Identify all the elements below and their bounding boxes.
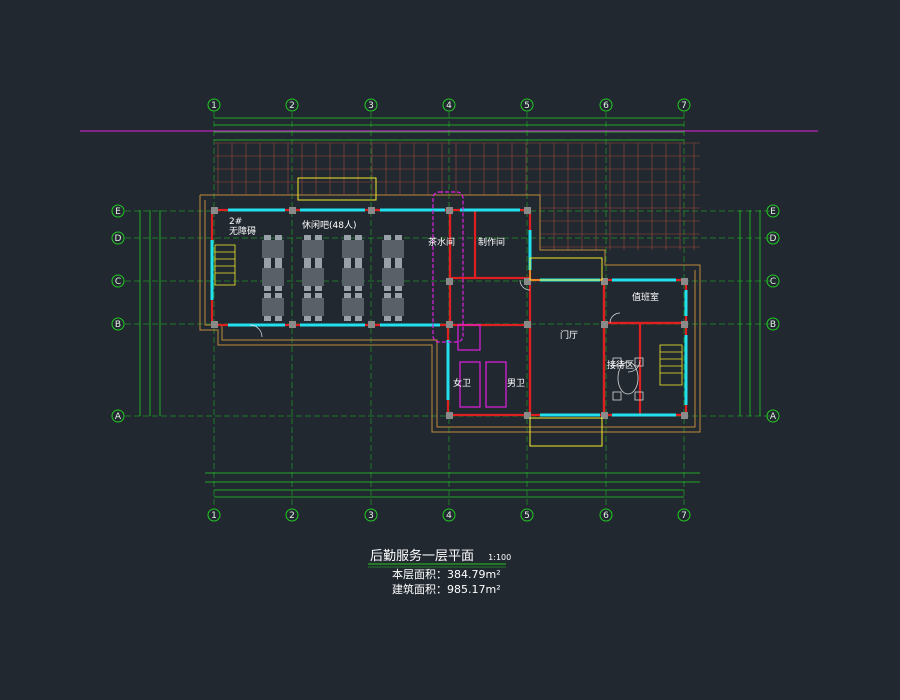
building-area-value: 985.17m²: [447, 583, 501, 596]
building-area-label: 建筑面积：: [392, 583, 447, 596]
stair-right: [659, 344, 683, 386]
plan-title-text: 后勤服务一层平面: [370, 549, 475, 564]
building-area-line: 建筑面积：985.17m²: [392, 581, 501, 597]
axis-bubble-col-3-top: 3: [364, 98, 378, 112]
axis-bubble-col-7-top: 7: [677, 98, 691, 112]
svg-text:2: 2: [289, 101, 295, 111]
room-label-tea: 茶水间: [428, 236, 455, 248]
svg-text:3: 3: [368, 511, 374, 521]
axis-bubble-col-1-top: 1: [207, 98, 221, 112]
svg-text:5: 5: [524, 101, 530, 111]
room-label-female-toilet: 女卫: [453, 377, 471, 389]
entrance-canopies: [297, 177, 603, 447]
axis-bubble-row-C-right: C: [766, 274, 780, 288]
svg-text:6: 6: [603, 511, 609, 521]
axis-bubble-col-6-top: 6: [599, 98, 613, 112]
outdoor-paving: [214, 142, 700, 250]
svg-text:E: E: [770, 207, 776, 217]
floor-area-line: 本层面积：384.79m²: [392, 566, 501, 582]
svg-text:A: A: [770, 412, 777, 422]
axis-bubble-row-E-left: E: [111, 204, 125, 218]
axis-bubble-row-A-right: A: [766, 409, 780, 423]
plan-title: 后勤服务一层平面 1:100: [370, 545, 511, 564]
axis-bubble-row-E-right: E: [766, 204, 780, 218]
axis-bubble-row-A-left: A: [111, 409, 125, 423]
svg-text:5: 5: [524, 511, 530, 521]
plan-scale: 1:100: [488, 553, 512, 562]
axis-bubble-row-B-left: B: [111, 317, 125, 331]
floor-area-label: 本层面积：: [392, 568, 447, 581]
room-label-male-toilet: 男卫: [507, 378, 525, 389]
svg-text:C: C: [115, 277, 121, 287]
axis-bubble-row-D-left: D: [111, 231, 125, 245]
svg-text:1: 1: [211, 101, 217, 111]
room-label-lounge: 休闲吧(48人): [302, 219, 356, 231]
room-label-reception: 接待区: [607, 359, 634, 371]
axis-bubble-col-4-bottom: 4: [442, 508, 456, 522]
axis-bubble-col-7-bottom: 7: [677, 508, 691, 522]
svg-text:6: 6: [603, 101, 609, 111]
building-outline: [199, 194, 701, 433]
axis-bubble-row-B-right: B: [766, 317, 780, 331]
svg-text:2: 2: [289, 511, 295, 521]
svg-text:E: E: [115, 207, 121, 217]
floor-area-value: 384.79m²: [447, 568, 501, 581]
room-label-stair: 2#无障碍: [229, 217, 256, 237]
axis-bubble-row-C-left: C: [111, 274, 125, 288]
svg-text:4: 4: [446, 101, 452, 111]
svg-text:D: D: [770, 234, 777, 244]
axis-bubble-col-4-top: 4: [442, 98, 456, 112]
bottom-dimension-lines: [205, 472, 700, 498]
svg-text:4: 4: [446, 511, 452, 521]
svg-text:A: A: [115, 412, 122, 422]
svg-text:B: B: [770, 320, 776, 330]
axis-bubble-col-1-bottom: 1: [207, 508, 221, 522]
svg-text:7: 7: [681, 101, 687, 111]
toilet-fixtures: [432, 191, 507, 408]
side-dimension-lines: [139, 210, 761, 416]
axis-bubble-col-5-top: 5: [520, 98, 534, 112]
svg-text:3: 3: [368, 101, 374, 111]
svg-text:7: 7: [681, 511, 687, 521]
structural-columns: [211, 207, 688, 419]
svg-text:D: D: [115, 234, 122, 244]
svg-text:1: 1: [211, 511, 217, 521]
room-label-hall: 门厅: [560, 329, 578, 341]
axis-bubble-col-2-top: 2: [285, 98, 299, 112]
axis-bubble-row-D-right: D: [766, 231, 780, 245]
axis-bubble-col-2-bottom: 2: [285, 508, 299, 522]
axis-bubble-col-6-bottom: 6: [599, 508, 613, 522]
axis-bubble-col-3-bottom: 3: [364, 508, 378, 522]
svg-text:C: C: [770, 277, 776, 287]
svg-text:B: B: [115, 320, 121, 330]
lounge-furniture: [262, 235, 404, 321]
stair-left: [214, 244, 236, 286]
reception-furniture: [612, 357, 644, 401]
axis-bubble-col-5-bottom: 5: [520, 508, 534, 522]
room-label-office: 值班室: [632, 291, 659, 303]
room-label-kitchen: 制作间: [478, 236, 505, 248]
